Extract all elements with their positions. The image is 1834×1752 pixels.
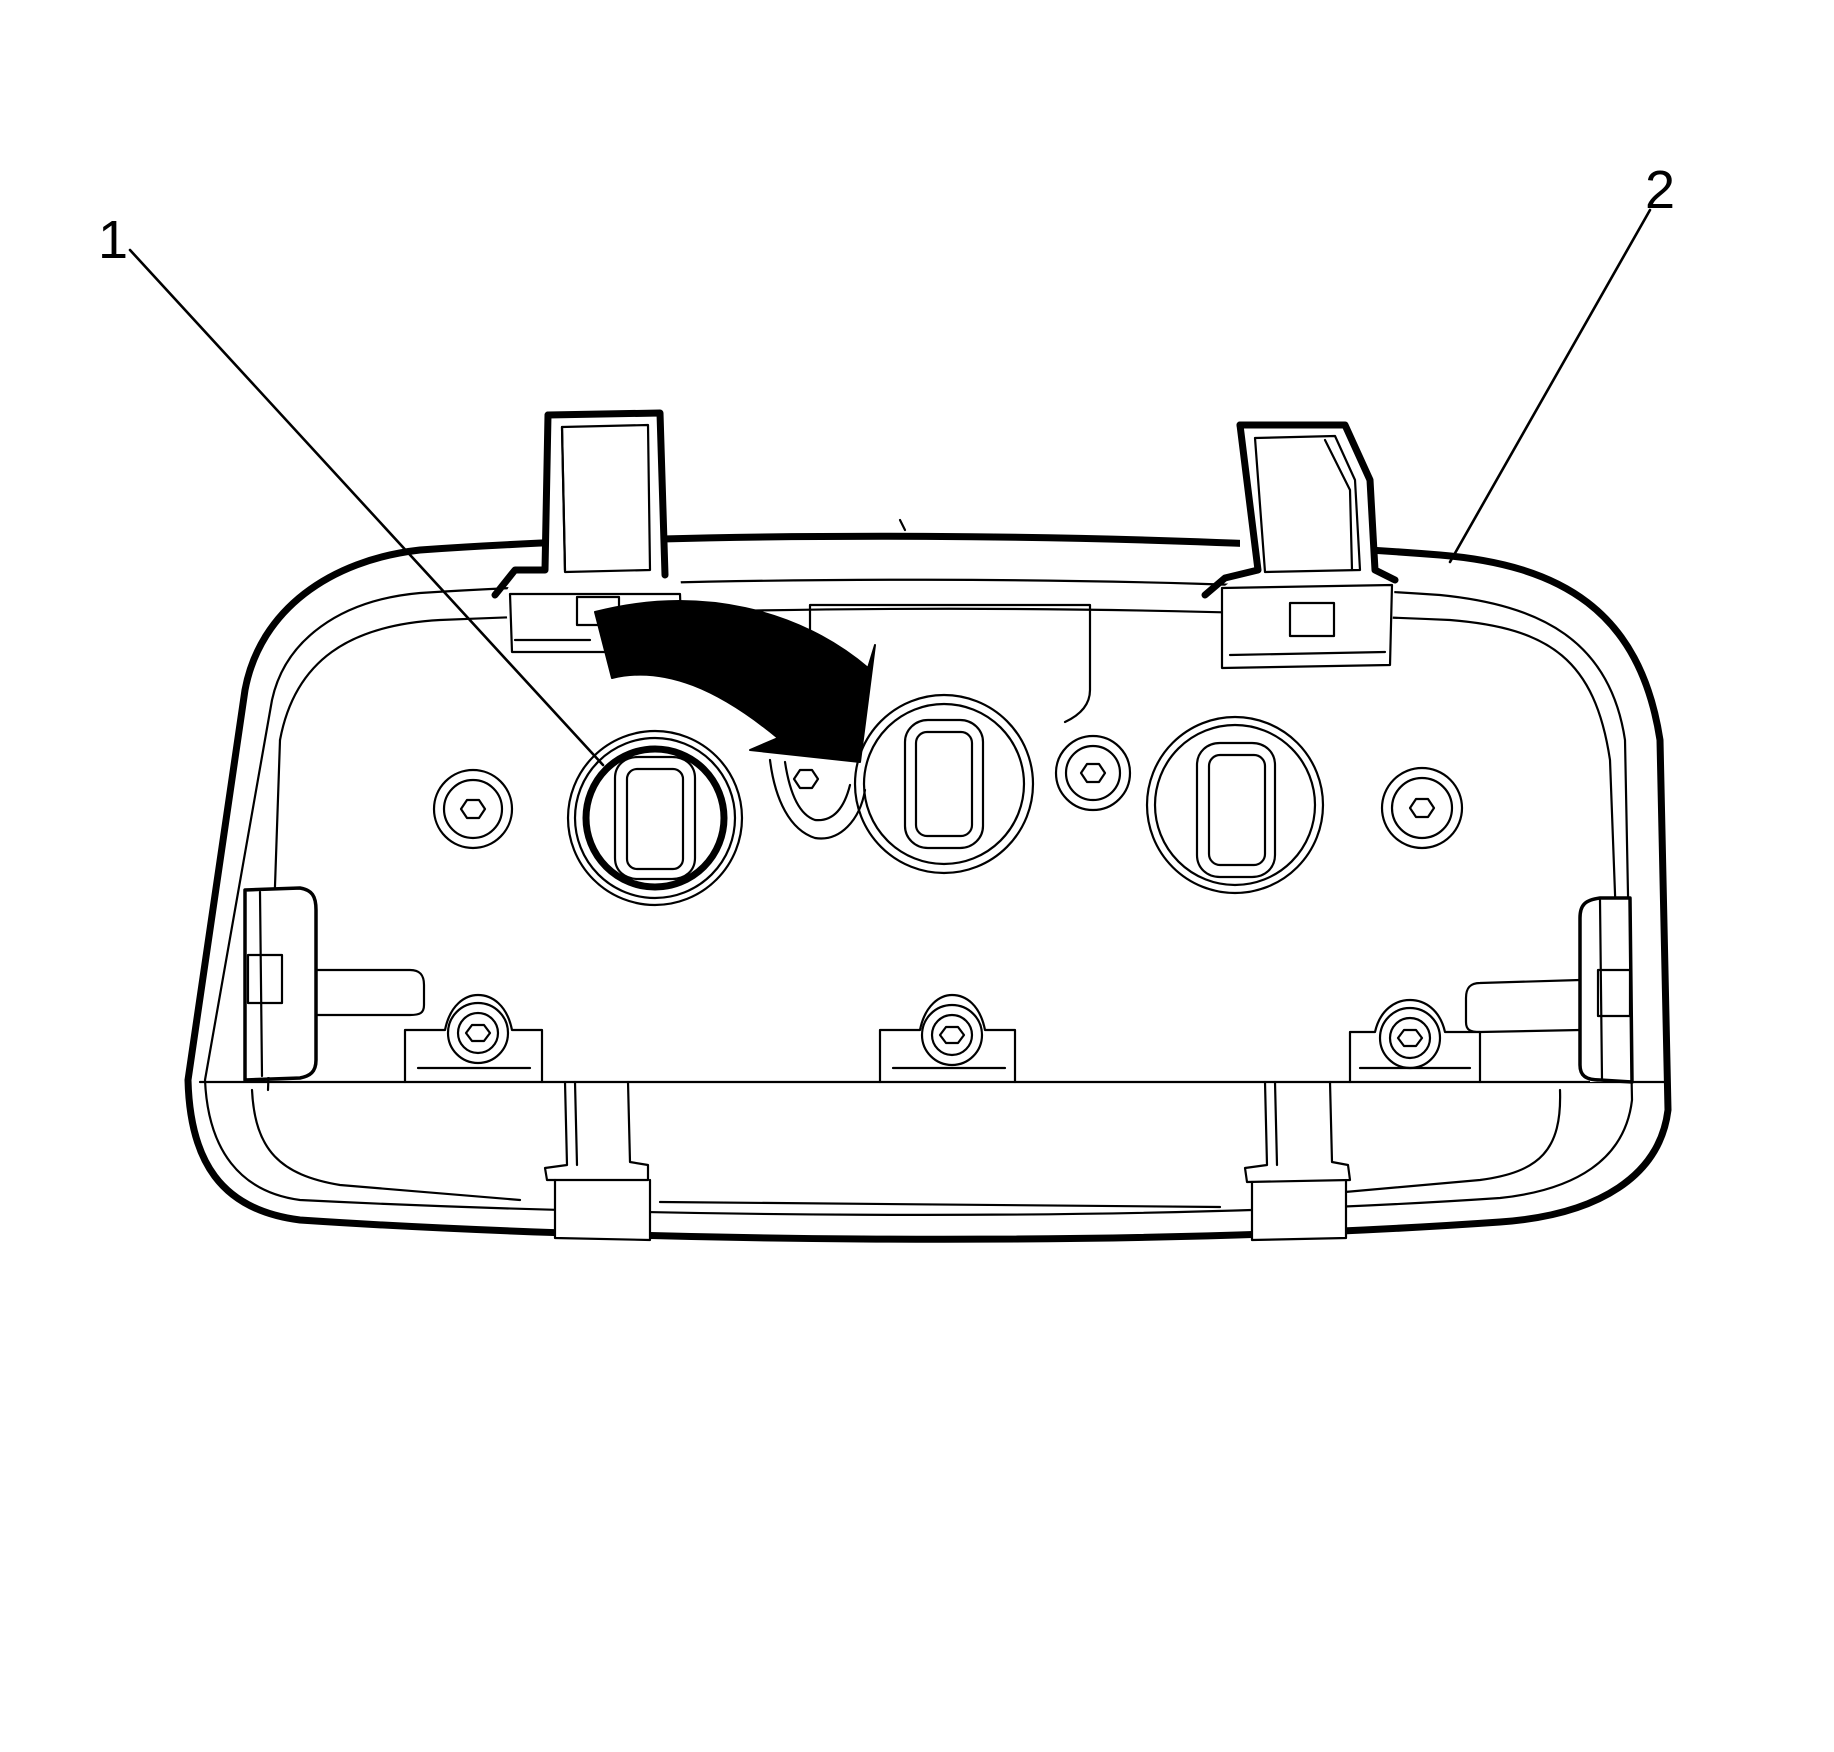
lamp-socket-left bbox=[566, 729, 744, 907]
lamp-socket-right bbox=[1145, 715, 1325, 895]
callout-1: 1 bbox=[98, 210, 128, 270]
screw-boss-upper-right bbox=[1380, 766, 1464, 850]
screw-boss-upper-left bbox=[432, 768, 514, 850]
housing bbox=[184, 518, 1672, 1243]
screw-tab-lower-left bbox=[403, 993, 544, 1084]
leader-line-2 bbox=[1448, 208, 1652, 564]
upper-left-clip bbox=[491, 409, 684, 654]
screw-tab-lower-right bbox=[1348, 998, 1482, 1084]
left-side-clip bbox=[243, 886, 426, 1082]
lower-channel bbox=[250, 1088, 522, 1202]
upper-right-clip bbox=[1201, 421, 1399, 670]
screw-tab-lower-center bbox=[878, 993, 1017, 1084]
channel-tab-left bbox=[543, 1080, 652, 1242]
right-side-clip bbox=[1464, 896, 1634, 1084]
screw-boss-upper-center-left bbox=[768, 758, 867, 840]
leader-line-1 bbox=[128, 248, 605, 767]
inner-face-border bbox=[278, 607, 1624, 1082]
channel-tab-right bbox=[1243, 1080, 1352, 1242]
screw-boss-upper-center-right bbox=[1054, 734, 1132, 812]
center-raised-panel bbox=[808, 603, 1092, 724]
lamp-socket-center bbox=[853, 693, 1035, 875]
rotation-arrow bbox=[594, 600, 876, 763]
callout-2: 2 bbox=[1645, 160, 1675, 220]
